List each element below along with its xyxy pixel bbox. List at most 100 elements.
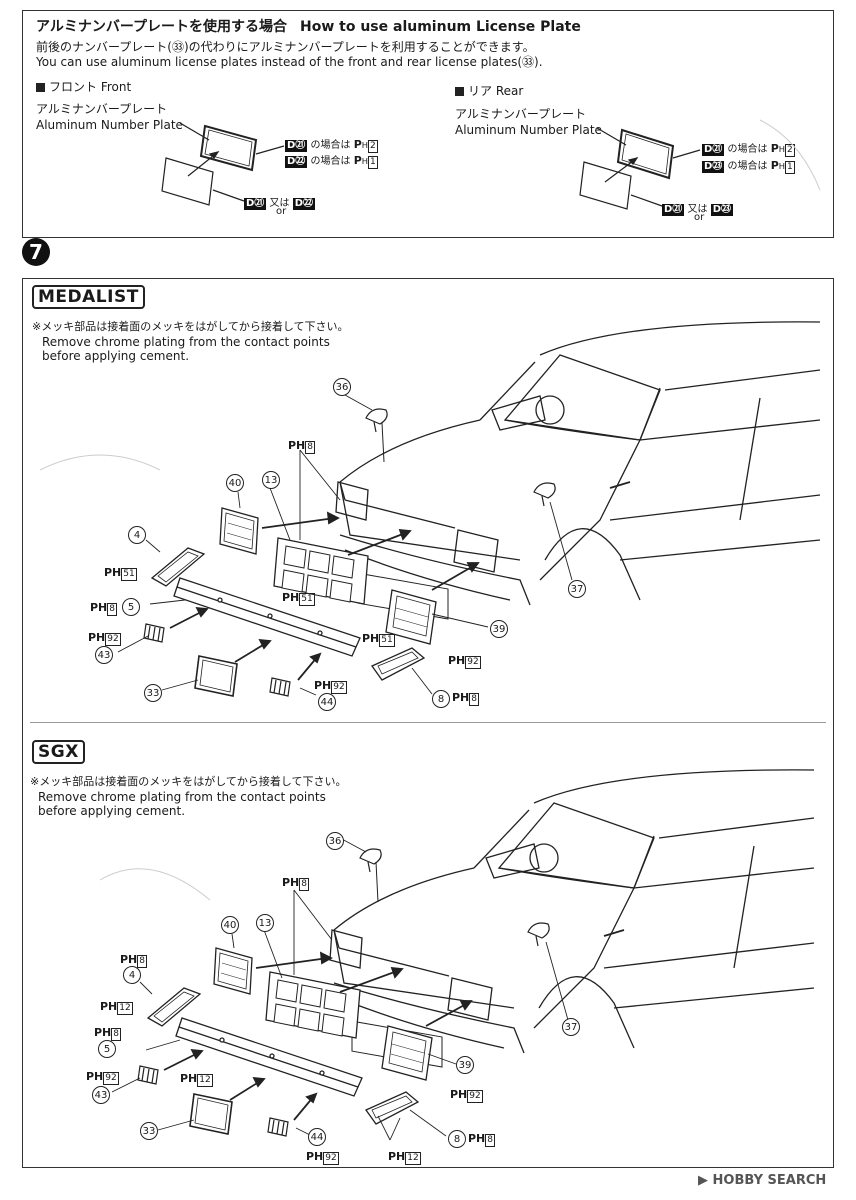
sgx-part-43 xyxy=(137,1065,159,1085)
square-bullet-icon xyxy=(36,83,45,92)
step-number-badge: 7 xyxy=(22,238,50,266)
medalist-note-en1: Remove chrome plating from the contact p… xyxy=(42,335,330,349)
rear-options: D㉑ 又は D㉓ xyxy=(662,204,733,216)
medalist-part-36-mirror xyxy=(365,408,388,433)
sgx-note-en1: Remove chrome plating from the contact p… xyxy=(38,790,326,804)
medalist-leader-lines xyxy=(117,394,573,696)
part-40-label: 40 xyxy=(226,474,244,492)
plate-desc-jp: 前後のナンバープレート(㉝)の代わりにアルミナンバープレートを利用することができ… xyxy=(36,40,535,54)
sgx-part-8-side xyxy=(365,1091,419,1125)
medalist-part-43 xyxy=(143,623,165,643)
rear-label-jp: アルミナンバープレート xyxy=(455,107,587,121)
square-bullet-icon xyxy=(455,87,464,96)
front-or-en: or xyxy=(276,206,287,217)
part-5-label: 5 xyxy=(122,598,140,616)
part-13-label: 13 xyxy=(256,914,274,932)
rear-label-en: Aluminum Number Plate xyxy=(455,123,602,137)
medalist-part-40-lamp xyxy=(219,507,259,555)
medalist-note-jp: ※メッキ部品は接着面のメッキをはがしてから接着して下さい。 xyxy=(32,320,349,333)
part-33-label: 33 xyxy=(140,1122,158,1140)
part-5-label: 5 xyxy=(98,1040,116,1058)
sgx-arrows xyxy=(163,861,473,1121)
rear-heading: リア Rear xyxy=(455,84,523,98)
rear-aluminum-plate xyxy=(579,127,701,210)
bleed-through-texture xyxy=(39,119,821,901)
part-40-label: 40 xyxy=(221,916,239,934)
plate-title-jp: アルミナンバープレートを使用する場合 xyxy=(36,19,288,35)
part-36-label: 36 xyxy=(326,832,344,850)
plate-desc-en: You can use aluminum license plates inst… xyxy=(36,55,543,69)
sgx-part-36-mirror xyxy=(359,848,382,873)
medalist-part-33-plate xyxy=(194,655,238,697)
part-13-label: 13 xyxy=(262,471,280,489)
aluminum-plate-box xyxy=(22,10,834,238)
step-7-panel xyxy=(22,278,834,1168)
medalist-note-en2: before applying cement. xyxy=(42,349,190,363)
part-39-label: 39 xyxy=(456,1056,474,1074)
sgx-part-13-grille xyxy=(265,971,361,1039)
medalist-badge: MEDALIST xyxy=(32,285,145,309)
part-43-label: 43 xyxy=(95,646,113,664)
front-label-en: Aluminum Number Plate xyxy=(36,118,183,132)
part-39-label: 39 xyxy=(490,620,508,638)
part-37-label: 37 xyxy=(562,1018,580,1036)
sgx-part-44 xyxy=(267,1117,289,1137)
watermark: ▶ HOBBY SEARCH xyxy=(698,1173,827,1188)
medalist-part-37-mirror xyxy=(533,482,556,507)
sgx-badge: SGX xyxy=(32,740,85,764)
sgx-part-4-side xyxy=(147,987,201,1027)
front-heading: フロント Front xyxy=(36,80,131,94)
sgx-part-40-lamp xyxy=(213,947,253,995)
medalist-part-44 xyxy=(269,677,291,697)
part-33-label: 33 xyxy=(144,684,162,702)
medalist-part-4-side xyxy=(151,547,205,587)
part-43-label: 43 xyxy=(92,1086,110,1104)
sgx-leader-lines xyxy=(111,837,569,1141)
medalist-part-8-side xyxy=(371,647,425,681)
part-8-label: 8 xyxy=(448,1130,466,1148)
medalist-arrows xyxy=(169,422,480,681)
rear-or-en: or xyxy=(694,212,705,223)
part-4-label: 4 xyxy=(123,966,141,984)
front-label-jp: アルミナンバープレート xyxy=(36,102,168,116)
part-37-label: 37 xyxy=(568,580,586,598)
plate-title-en: How to use aluminum License Plate xyxy=(300,19,581,35)
sgx-note-jp: ※メッキ部品は接着面のメッキをはがしてから接着して下さい。 xyxy=(30,775,347,788)
section-divider xyxy=(30,722,826,723)
part-8-label: 8 xyxy=(432,690,450,708)
medalist-car-body xyxy=(335,320,821,620)
sgx-note-en2: before applying cement. xyxy=(38,804,186,818)
front-options: D㉑ 又は D㉒ xyxy=(244,198,315,210)
watermark-logo-icon: ▶ xyxy=(698,1173,708,1188)
sgx-part-33-plate xyxy=(189,1093,233,1135)
part-44-label: 44 xyxy=(308,1128,326,1146)
part-36-label: 36 xyxy=(333,378,351,396)
part-4-label: 4 xyxy=(128,526,146,544)
front-aluminum-plate xyxy=(161,122,285,206)
